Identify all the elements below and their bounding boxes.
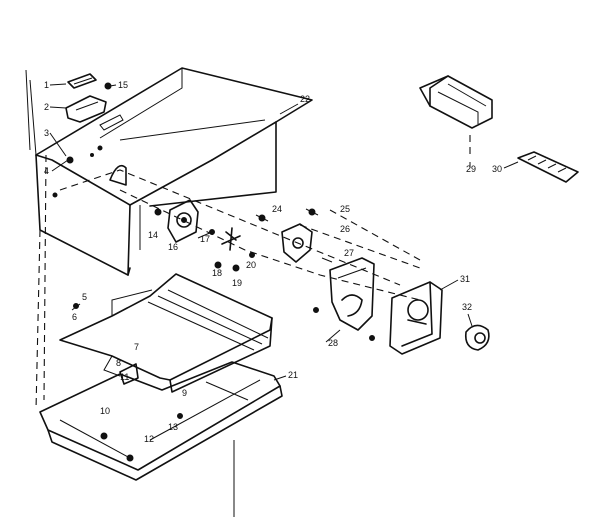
callout-4: 4	[44, 166, 49, 176]
leader-lines	[49, 83, 519, 381]
drain-pan	[59, 273, 273, 393]
blower-assembly	[154, 199, 255, 272]
box-bracket	[419, 75, 493, 129]
callout-26: 26	[340, 224, 350, 234]
callout-30: 30	[492, 164, 502, 174]
callout-6: 6	[72, 312, 77, 322]
callout-1: 1	[44, 80, 49, 90]
callout-17: 17	[200, 234, 210, 244]
callout-27: 27	[344, 248, 354, 258]
callout-14: 14	[148, 230, 158, 240]
callout-16: 16	[168, 242, 178, 252]
callout-10: 10	[100, 406, 110, 416]
callout-15: 15	[118, 80, 128, 90]
callout-22: 22	[300, 94, 310, 104]
callout-29: 29	[466, 164, 476, 174]
callout-21: 21	[288, 370, 298, 380]
housing	[25, 67, 313, 276]
callout-5: 5	[82, 292, 87, 302]
callout-9: 9	[182, 388, 187, 398]
callout-28: 28	[328, 338, 338, 348]
callout-24: 24	[272, 204, 282, 214]
callout-18: 18	[212, 268, 222, 278]
motor-assembly	[389, 281, 490, 355]
callout-7: 7	[134, 342, 139, 352]
base-pan	[39, 361, 283, 481]
callout-12: 12	[144, 434, 154, 444]
callout-32: 32	[462, 302, 472, 312]
callout-labels: 1 2 3 4 5 6 7 8 9 10 11 12 13 14 15 16 1…	[44, 80, 502, 444]
callout-31: 31	[460, 274, 470, 284]
callout-13: 13	[168, 422, 178, 432]
scroll-housing	[313, 257, 375, 341]
callout-2: 2	[44, 102, 49, 112]
callout-11: 11	[120, 372, 129, 382]
callout-19: 19	[232, 278, 242, 288]
top-left-brackets	[65, 73, 112, 123]
filter-strip	[517, 151, 579, 183]
callout-3: 3	[44, 128, 49, 138]
callout-8: 8	[116, 358, 121, 368]
assembly-lines	[35, 135, 471, 411]
callout-20: 20	[246, 260, 256, 270]
mounting-bracket	[255, 208, 333, 263]
callout-25: 25	[340, 204, 350, 214]
